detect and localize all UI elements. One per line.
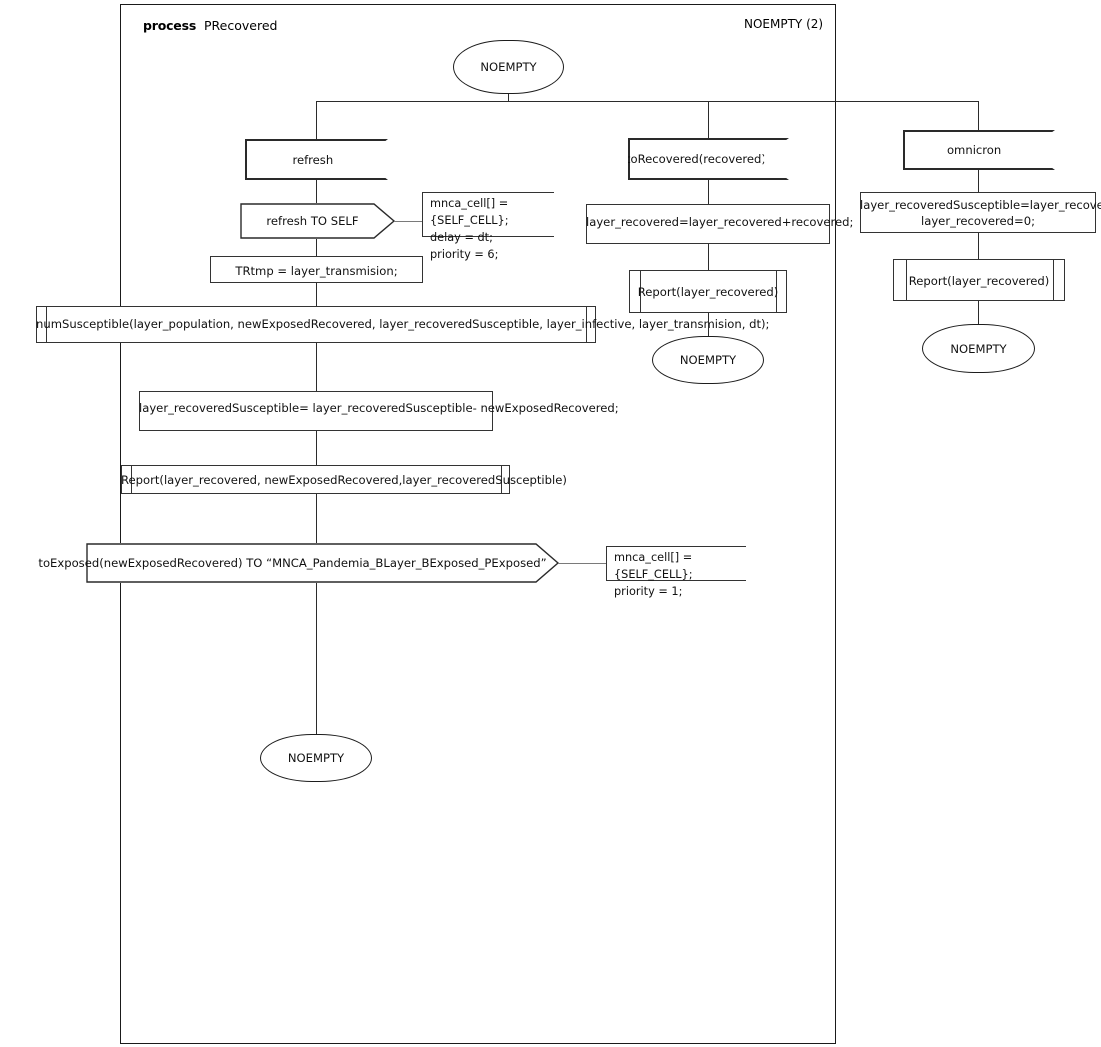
- output-refresh-to-self-label: refresh TO SELF: [266, 214, 359, 228]
- connector-refresh-5: [316, 431, 317, 465]
- state-start-noempty[interactable]: NOEMPTY: [453, 40, 564, 94]
- proc-left-bar: [640, 271, 641, 312]
- input-refresh-label: refresh: [292, 152, 334, 167]
- proc-report-middle-label: Report(layer_recovered): [637, 285, 779, 299]
- process-frame: [120, 4, 836, 1044]
- connector-torecovered-2: [708, 244, 709, 270]
- state-label: NOEMPTY: [950, 341, 1007, 356]
- output-to-exposed-shape: [86, 543, 560, 583]
- frame-keyword: process: [143, 18, 197, 33]
- proc-report-left-label: Report(layer_recovered, newExposedRecove…: [121, 473, 567, 487]
- connector-refresh-4: [316, 343, 317, 391]
- task-layer-recovered-sum-label: layer_recovered=layer_recovered+recovere…: [586, 215, 854, 229]
- state-label: NOEMPTY: [679, 353, 737, 367]
- proc-left-bar: [131, 466, 132, 493]
- connector-torecovered-drop: [708, 101, 709, 138]
- connector-refresh-3: [316, 283, 317, 306]
- task-omnicron-reset-label: layer_recoveredSusceptible=layer_recover…: [860, 198, 1101, 229]
- connector-omnicron-3: [978, 301, 979, 324]
- proc-left-bar: [906, 260, 907, 300]
- connector-refresh-6: [316, 494, 317, 543]
- proc-numsusceptible-label: numSusceptible(layer_population, newExpo…: [36, 317, 770, 331]
- connector-refresh-2: [316, 239, 317, 256]
- connector-start-stem: [508, 94, 509, 102]
- task-update-recovered-susceptible-label: layer_recoveredSusceptible= layer_recove…: [139, 401, 619, 415]
- output-refresh-to-self[interactable]: refresh TO SELF: [240, 203, 396, 239]
- proc-right-bar: [1053, 260, 1054, 300]
- state-end-noempty-omnicron[interactable]: NOEMPTY: [922, 324, 1035, 373]
- connector-bus: [316, 101, 979, 102]
- output-to-exposed[interactable]: toExposed(newExposedRecovered) TO “MNCA_…: [38, 543, 560, 583]
- input-to-recovered-label: toRecovered(recovered): [625, 152, 766, 166]
- proc-left-bar: [46, 307, 47, 342]
- state-end-noempty-torecovered[interactable]: NOEMPTY: [652, 336, 764, 384]
- connector-refresh-7: [316, 583, 317, 734]
- task-trtmp-label: TRtmp = layer_transmision;: [235, 264, 398, 278]
- proc-right-bar: [501, 466, 502, 493]
- proc-report-right[interactable]: [893, 259, 1065, 301]
- comment-to-exposed: mnca_cell[] = {SELF_CELL}; priority = 1;: [606, 546, 746, 598]
- output-to-exposed-label: toExposed(newExposedRecovered) TO “MNCA_…: [38, 556, 547, 570]
- output-refresh-to-self-shape: [240, 203, 396, 239]
- connector-omnicron-1: [978, 170, 979, 192]
- connector-omnicron-drop: [978, 101, 979, 130]
- connector-comment-refresh: [394, 221, 422, 222]
- connector-torecovered-3: [708, 313, 709, 336]
- proc-report-left[interactable]: [121, 465, 510, 494]
- proc-report-middle[interactable]: [629, 270, 787, 313]
- input-omnicron-label: omnicron: [946, 143, 1002, 157]
- connector-omnicron-2: [978, 233, 979, 259]
- page-label: NOEMPTY (2): [744, 17, 824, 31]
- input-omnicron[interactable]: omnicron: [903, 130, 1055, 170]
- state-label: NOEMPTY: [287, 751, 345, 765]
- connector-refresh-1: [316, 180, 317, 203]
- state-label: NOEMPTY: [480, 60, 537, 74]
- task-layer-recovered-sum[interactable]: [586, 204, 830, 244]
- comment-refresh-to-self: mnca_cell[] = {SELF_CELL}; delay = dt; p…: [422, 192, 554, 261]
- task-omnicron-reset[interactable]: [860, 192, 1096, 233]
- proc-right-bar: [776, 271, 777, 312]
- connector-comment-to-exposed: [558, 563, 606, 564]
- state-end-noempty-refresh[interactable]: NOEMPTY: [260, 734, 372, 782]
- connector-refresh-drop: [316, 101, 317, 139]
- proc-report-right-label: Report(layer_recovered): [908, 274, 1050, 288]
- task-update-recovered-susceptible[interactable]: [139, 391, 493, 431]
- connector-torecovered-1: [708, 180, 709, 204]
- proc-numsusceptible[interactable]: [36, 306, 596, 343]
- proc-right-bar: [586, 307, 587, 342]
- task-trtmp[interactable]: [210, 256, 423, 283]
- frame-process-name: PRecovered: [204, 18, 278, 33]
